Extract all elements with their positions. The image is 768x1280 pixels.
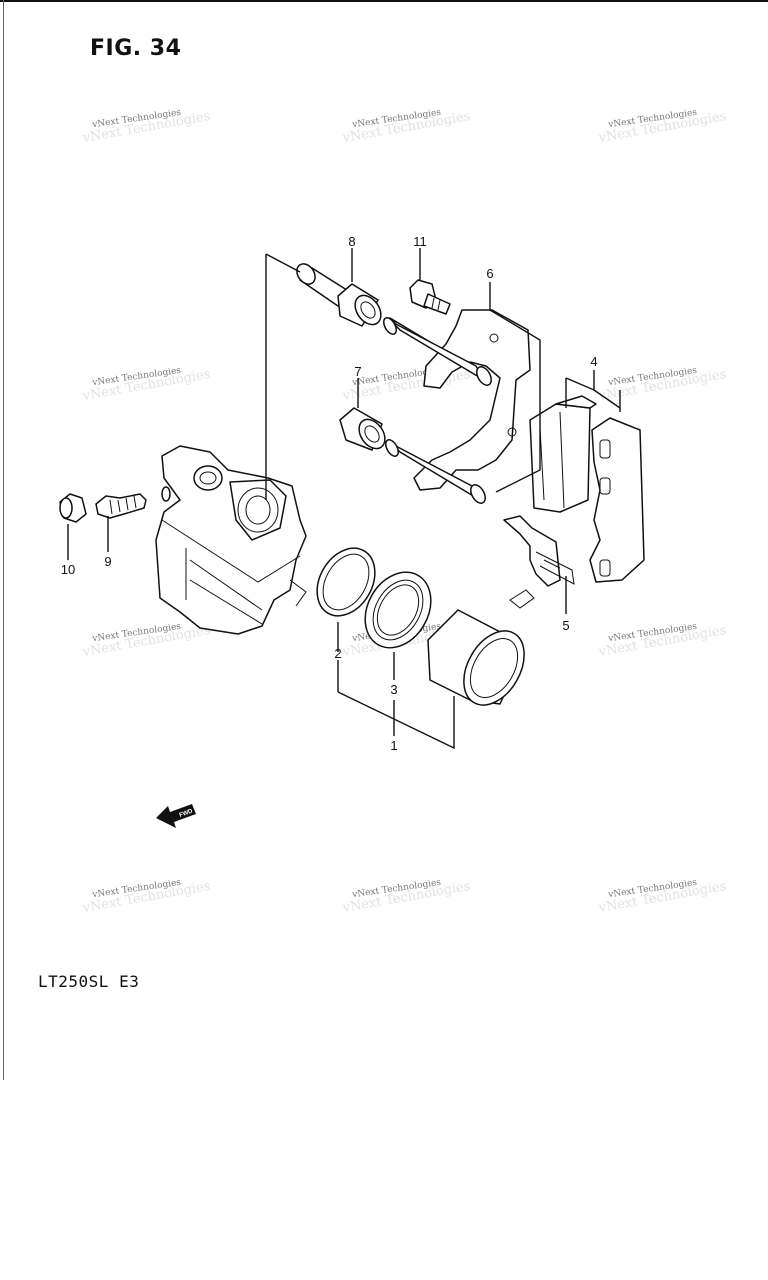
callout-3: 3 [390,682,397,697]
part-pad-spring [503,515,575,609]
callout-labels: 1 2 3 4 5 6 7 8 9 10 11 [61,234,598,753]
callout-6: 6 [486,266,493,281]
part-pin-boot [339,407,386,451]
callout-1: 1 [390,738,397,753]
callout-10: 10 [61,562,75,577]
part-caliper-bracket [383,309,531,504]
page-left-border [3,0,4,1080]
forward-arrow-icon: FWD [156,804,196,828]
model-code: LT250SL E3 [38,972,140,991]
leader-lines [67,248,621,750]
part-bleeder-valve [95,486,171,519]
page-top-border [0,0,768,2]
callout-11: 11 [413,234,427,249]
callout-4: 4 [590,354,597,369]
part-brake-pads [529,395,645,583]
part-piston [427,609,525,706]
part-dust-seal [364,571,432,649]
part-piston-seal [316,547,376,617]
part-caliper-body [155,445,307,635]
callout-9: 9 [104,554,111,569]
part-bolt [409,279,451,315]
callout-8: 8 [348,234,355,249]
part-slide-pin [296,263,382,327]
part-bleeder-cap [59,493,87,523]
callout-7: 7 [354,364,361,379]
fwd-label: FWD [179,808,195,819]
callout-2: 2 [334,646,341,661]
callout-5: 5 [562,618,569,633]
figure-title: FIG. 34 [90,36,182,61]
